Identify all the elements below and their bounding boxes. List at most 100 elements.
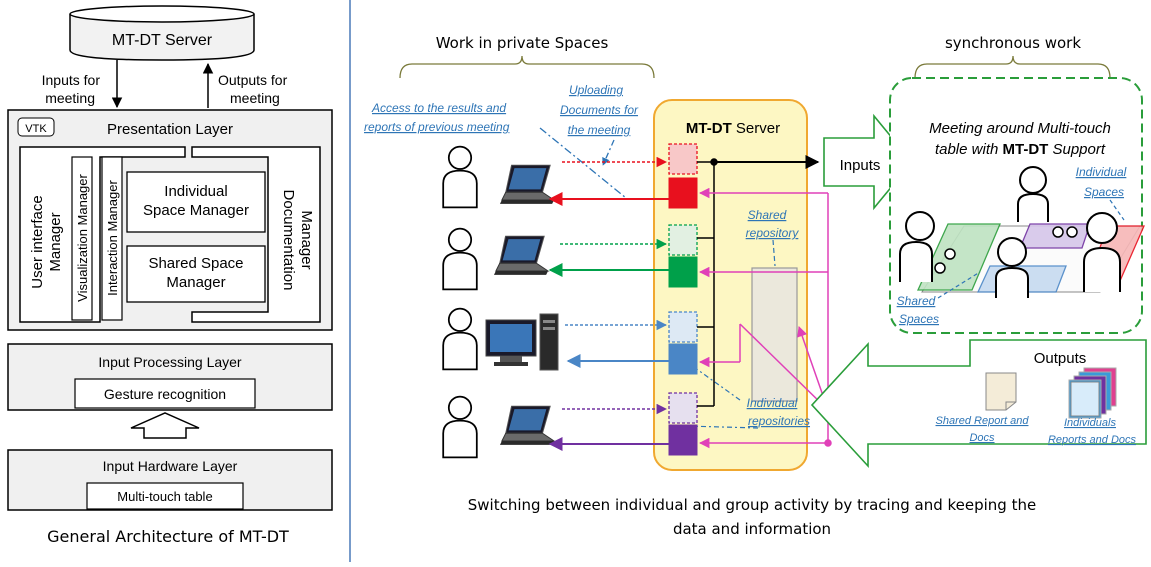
visualization-manager-box: [71, 156, 93, 321]
person-icon: [442, 145, 478, 209]
person-icon: [442, 395, 478, 459]
access-results-pointer: [539, 127, 627, 199]
laptop-icon: [493, 235, 549, 276]
person-icon: [442, 307, 478, 371]
meeting-caption-2-pre: table with: [935, 141, 1003, 158]
user-row-2: [442, 224, 698, 291]
documentation-manager-label-2: Manager: [298, 210, 315, 269]
access-results-link-2[interactable]: reports of previous meeting: [364, 120, 510, 134]
workflow-panel: Work in private Spaces synchronous work …: [364, 34, 1147, 538]
inputs-for-label-1: Inputs for: [42, 72, 101, 88]
synchronous-work-heading: synchronous work: [945, 34, 1081, 52]
ui-manager-label-1: User interface: [29, 195, 46, 288]
shared-repository-box: [751, 267, 798, 402]
shared-repository-label-1: Shared: [748, 208, 787, 222]
outputs-block-arrow-icon: [810, 339, 1147, 469]
access-results-link-1[interactable]: Access to the results and: [371, 101, 506, 115]
individuals-reports-label-1: Individuals: [1064, 417, 1116, 429]
shared-spaces-pointer: [937, 271, 981, 299]
mt-dt-server-title: MT-DT Server: [686, 120, 780, 137]
individual-repositories-pointer-2: [685, 425, 759, 429]
individual-repository-box: [668, 343, 698, 375]
server-label: MT-DT Server: [112, 32, 213, 49]
workflow-caption-2: data and information: [673, 520, 831, 538]
individual-space-manager-label-2: Space Manager: [143, 202, 249, 219]
individual-repositories-label-2: repositories: [748, 414, 810, 428]
visualization-manager-label: Visualization Manager: [75, 173, 90, 301]
workflow-caption-1: Switching between individual and group a…: [468, 496, 1036, 514]
outputs-for-label-2: meeting: [230, 90, 280, 106]
meeting-caption-2-bold: MT-DT: [1003, 141, 1049, 158]
shared-report-label-2: Docs: [969, 432, 995, 444]
shared-repository-label-2: repository: [746, 226, 800, 240]
documentation-manager-box: [191, 146, 321, 323]
individual-space-manager-label-1: Individual: [164, 183, 227, 200]
interaction-manager-label: Interaction Manager: [105, 180, 120, 296]
uploading-docs-link-3[interactable]: the meeting: [568, 123, 631, 137]
laptop-icon: [499, 405, 555, 446]
individual-repository-box: [668, 256, 698, 288]
interaction-manager-box: [101, 156, 123, 321]
vtk-label: VTK: [25, 123, 47, 135]
outputs-for-label-1: Outputs for: [218, 72, 288, 88]
private-spaces-heading: Work in private Spaces: [436, 34, 609, 52]
document-icon: [985, 372, 1017, 411]
shared-spaces-label-1: Shared: [897, 294, 936, 308]
architecture-panel: MT-DT Server Inputs for meeting Outputs …: [7, 5, 333, 546]
individual-upload-box: [668, 311, 698, 343]
shared-space-manager-label-1: Shared Space: [148, 255, 243, 272]
presentation-layer-label: Presentation Layer: [107, 121, 233, 138]
synchronous-work-brace: [914, 55, 1111, 79]
database-cylinder-icon: [69, 14, 255, 61]
shared-spaces-label-2: Spaces: [899, 312, 939, 326]
user-row-4: [442, 392, 698, 459]
shared-report-label-1: Shared Report and: [936, 415, 1030, 427]
ui-manager-label-2: Manager: [47, 212, 64, 271]
individual-repository-box: [668, 177, 698, 209]
ui-manager-box: [19, 146, 186, 323]
private-spaces-brace: [399, 55, 655, 79]
laptop-icon: [499, 164, 555, 205]
documentation-manager-label-1: Documentation: [280, 190, 297, 291]
multi-touch-table-box: [86, 482, 244, 510]
input-processing-layer-label: Input Processing Layer: [98, 354, 242, 370]
user-row-1: [442, 143, 698, 209]
uploading-docs-pointer: [602, 139, 615, 166]
individual-spaces-label-2: Spaces: [1084, 185, 1124, 199]
up-block-arrow-icon: [130, 412, 200, 439]
individual-repository-box: [668, 424, 698, 456]
inputs-for-label-2: meeting: [45, 90, 95, 106]
individual-upload-box: [668, 143, 698, 175]
input-hardware-layer-label: Input Hardware Layer: [103, 458, 238, 474]
architecture-caption: General Architecture of MT-DT: [47, 527, 289, 546]
uploading-docs-link-1[interactable]: Uploading: [569, 83, 623, 97]
meeting-caption-2: table with MT-DT Support: [935, 141, 1106, 158]
server-title-rest: Server: [732, 120, 780, 137]
uploading-docs-link-2[interactable]: Documents for: [560, 103, 639, 117]
user-row-3: [442, 307, 698, 375]
meeting-caption-2-post: Support: [1048, 141, 1106, 158]
document-stack-icon: [1068, 367, 1117, 419]
gesture-recognition-box: [74, 378, 256, 409]
shared-repository-pointer: [772, 239, 776, 267]
gesture-recognition-label: Gesture recognition: [104, 386, 226, 402]
multi-touch-table-label: Multi-touch table: [117, 489, 212, 504]
individuals-reports-label-2: Reports and Docs: [1048, 434, 1137, 446]
outputs-label: Outputs: [1034, 350, 1087, 367]
individual-repositories-label-1: Individual: [747, 396, 798, 410]
desktop-pc-icon: [485, 313, 559, 371]
multi-touch-table-scene: [899, 166, 1145, 298]
individual-space-manager-box: [126, 171, 266, 233]
shared-space-manager-label-2: Manager: [166, 274, 225, 291]
individual-upload-box: [668, 224, 698, 256]
input-processing-layer-box: [7, 343, 333, 411]
shared-space-manager-box: [126, 245, 266, 303]
individual-repositories-pointer-1: [683, 359, 741, 401]
mt-dt-server-cylinder: MT-DT Server: [69, 5, 255, 61]
vtk-badge: [17, 117, 55, 137]
inputs-collector: [697, 155, 820, 407]
individual-upload-box: [668, 392, 698, 424]
individual-spaces-label-1: Individual: [1076, 165, 1127, 179]
